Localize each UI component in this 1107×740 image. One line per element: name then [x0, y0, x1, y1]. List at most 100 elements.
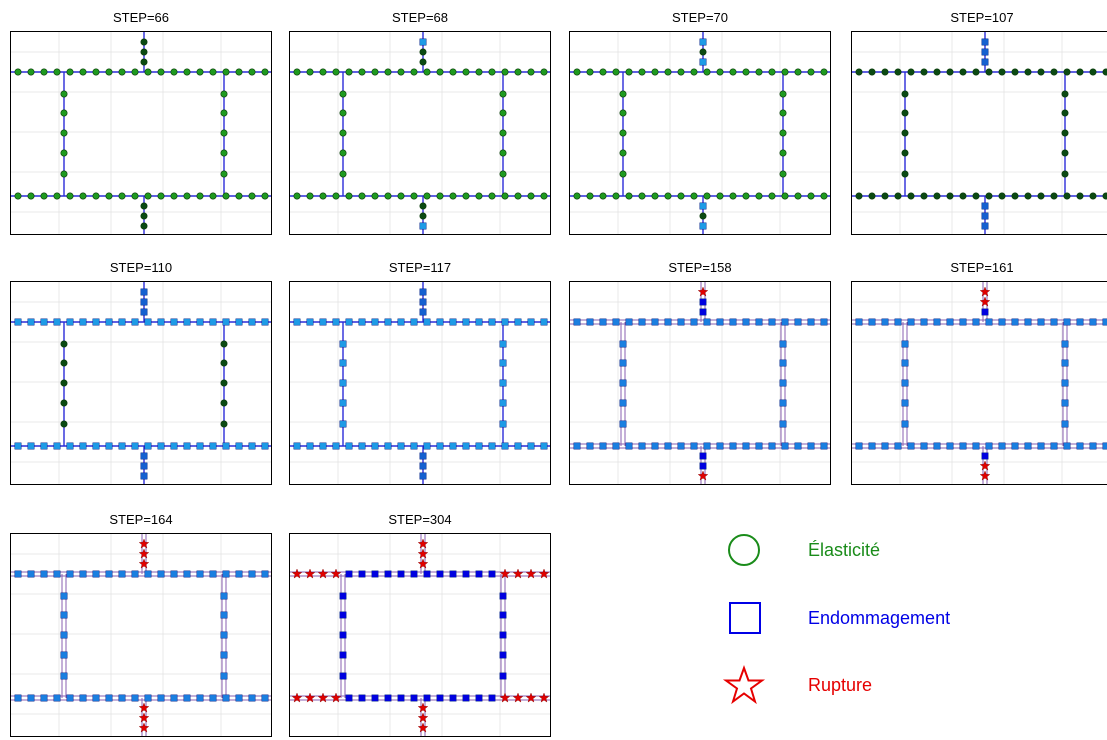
bottom-beam-marker: [235, 442, 243, 450]
bottom-beam-marker: [651, 442, 659, 450]
column-marker: [1061, 359, 1069, 367]
top-beam-marker: [599, 318, 607, 326]
column-marker: [619, 420, 627, 428]
bottom-beam-marker: [462, 192, 470, 200]
top-beam-marker: [209, 570, 217, 578]
bottom-stub-marker: [140, 222, 148, 230]
bottom-beam-marker: [475, 694, 483, 702]
column-marker: [619, 109, 627, 117]
top-beam-marker: [512, 568, 524, 579]
column-marker: [1061, 170, 1069, 178]
bottom-beam-marker: [742, 192, 750, 200]
top-beam-marker: [170, 570, 178, 578]
top-beam-marker: [235, 570, 243, 578]
top-stub-marker: [419, 38, 427, 46]
top-beam-marker: [742, 318, 750, 326]
grid: [852, 282, 1107, 484]
top-beam-marker: [1011, 68, 1019, 76]
bottom-beam-marker: [66, 442, 74, 450]
top-beam-marker: [820, 318, 828, 326]
legend-elasticity-label: Élasticité: [808, 539, 881, 560]
top-beam-marker: [586, 318, 594, 326]
top-beam-marker: [462, 68, 470, 76]
bottom-beam-marker: [222, 694, 230, 702]
bottom-beam-marker: [488, 694, 496, 702]
top-beam-marker: [332, 68, 340, 76]
top-beam-marker: [66, 318, 74, 326]
column-marker: [339, 611, 347, 619]
top-beam-marker: [371, 68, 379, 76]
top-stub-marker: [140, 58, 148, 66]
bottom-stub-marker: [697, 470, 709, 481]
bottom-beam-marker: [436, 442, 444, 450]
bottom-stub-marker: [419, 452, 427, 460]
structure-plot: [570, 282, 830, 484]
top-beam-marker: [27, 318, 35, 326]
column-marker: [499, 592, 507, 600]
bottom-beam-marker: [475, 192, 483, 200]
bottom-stub-marker: [981, 202, 989, 210]
bottom-beam-marker: [332, 442, 340, 450]
top-beam-marker: [306, 318, 314, 326]
bottom-beam-marker: [319, 192, 327, 200]
top-beam-marker: [14, 570, 22, 578]
legend-elasticity: Élasticité: [720, 530, 880, 570]
top-beam-marker: [248, 318, 256, 326]
bottom-beam-marker: [1024, 192, 1032, 200]
top-beam-marker: [92, 68, 100, 76]
bottom-beam-marker: [118, 192, 126, 200]
top-beam-marker: [907, 68, 915, 76]
markers: [855, 286, 1107, 481]
top-beam-marker: [144, 318, 152, 326]
top-beam-marker: [920, 68, 928, 76]
grid: [852, 32, 1107, 234]
top-beam-marker: [397, 570, 405, 578]
step-panel: [569, 281, 831, 485]
bottom-stub-marker: [699, 462, 707, 470]
top-beam-marker: [449, 68, 457, 76]
top-beam-marker: [209, 68, 217, 76]
top-beam-marker: [907, 318, 915, 326]
bottom-beam-marker: [118, 694, 126, 702]
top-stub-marker: [140, 298, 148, 306]
column-marker: [779, 359, 787, 367]
top-stub-marker: [138, 548, 150, 559]
bottom-beam-marker: [972, 442, 980, 450]
bottom-beam-marker: [196, 694, 204, 702]
column-marker: [779, 109, 787, 117]
bottom-beam-marker: [959, 192, 967, 200]
column-marker: [901, 129, 909, 137]
column-marker: [779, 420, 787, 428]
bottom-beam-marker: [573, 442, 581, 450]
bottom-beam-marker: [332, 192, 340, 200]
top-beam-marker: [66, 570, 74, 578]
structure-frame: [852, 282, 1107, 484]
column-marker: [339, 651, 347, 659]
top-beam-marker: [131, 318, 139, 326]
top-beam-marker: [371, 570, 379, 578]
bottom-beam-marker: [118, 442, 126, 450]
bottom-beam-marker: [92, 694, 100, 702]
top-beam-marker: [755, 68, 763, 76]
bottom-beam-marker: [599, 442, 607, 450]
top-beam-marker: [358, 570, 366, 578]
top-beam-marker: [423, 570, 431, 578]
top-beam-marker: [384, 570, 392, 578]
column-marker: [499, 109, 507, 117]
top-beam-marker: [768, 68, 776, 76]
bottom-beam-marker: [868, 192, 876, 200]
top-beam-marker: [183, 68, 191, 76]
bottom-beam-marker: [1024, 442, 1032, 450]
top-beam-marker: [118, 68, 126, 76]
step-panel: [10, 31, 272, 235]
structure-plot: [570, 32, 830, 234]
column-marker: [339, 90, 347, 98]
structure-plot: [11, 534, 271, 736]
column-marker: [339, 379, 347, 387]
bottom-beam-marker: [1011, 192, 1019, 200]
bottom-stub-marker: [699, 212, 707, 220]
top-beam-marker: [781, 318, 789, 326]
top-beam-marker: [820, 68, 828, 76]
bottom-beam-marker: [319, 442, 327, 450]
top-beam-marker: [40, 68, 48, 76]
